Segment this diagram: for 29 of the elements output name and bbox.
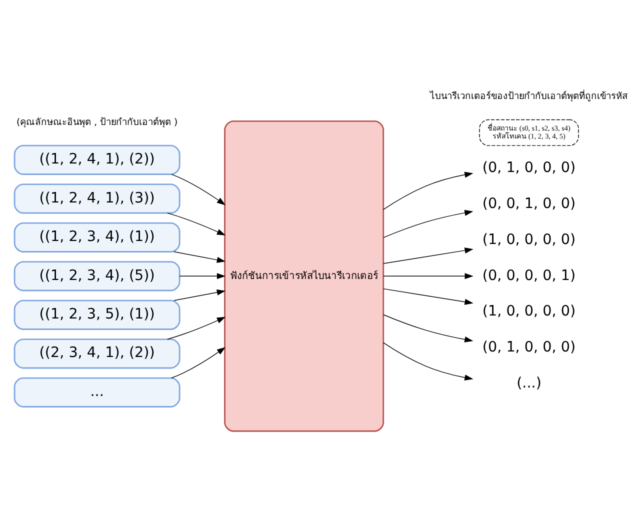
node-text: (0, 1, 0, 0, 0) — [482, 160, 576, 176]
node-box: ((2, 3, 4, 1), (2)) — [14, 338, 180, 368]
arrow — [383, 171, 474, 210]
node-text: (0, 0, 1, 0, 0) — [482, 195, 576, 212]
arrow — [383, 288, 474, 304]
node-box: ((1, 2, 3, 4), (5)) — [14, 260, 180, 291]
label: ไบนารีเวกเตอร์ของป้ายกำกับเอาต์พุตที่ถูกเข้ารหัส — [430, 90, 628, 102]
node-text: (1, 0, 0, 0, 0) — [482, 303, 576, 320]
node-box: ฟังก์ชันการเข้ารหัสไบนารีเวกเตอร์ — [224, 120, 384, 432]
node-box: ((1, 2, 4, 1), (2)) — [14, 144, 180, 174]
node-text: (0, 1, 0, 0, 0) — [482, 338, 576, 355]
node-text: (0, 0, 0, 0, 1) — [482, 267, 576, 284]
label: (คุณลักษณะอินพุต , ป้ายกำกับเอาต์พุต ) — [16, 116, 178, 128]
arrow — [383, 272, 474, 279]
node-box: ((1, 2, 4, 1), (3)) — [14, 183, 180, 214]
arrow — [174, 288, 226, 300]
arrow — [174, 250, 226, 262]
arrow — [383, 246, 474, 264]
arrow — [171, 346, 226, 378]
arrow — [171, 173, 226, 205]
arrow — [179, 272, 226, 279]
node-box: ((1, 2, 3, 4), (1)) — [14, 222, 180, 252]
node-text: (...) — [516, 374, 542, 391]
node-box: ... — [14, 376, 180, 407]
node-text: (1, 0, 0, 0, 0) — [482, 231, 576, 248]
arrow — [383, 209, 474, 238]
node-box: ((1, 2, 3, 5), (1)) — [14, 299, 180, 330]
arrow — [383, 314, 474, 342]
arrow — [383, 342, 474, 380]
